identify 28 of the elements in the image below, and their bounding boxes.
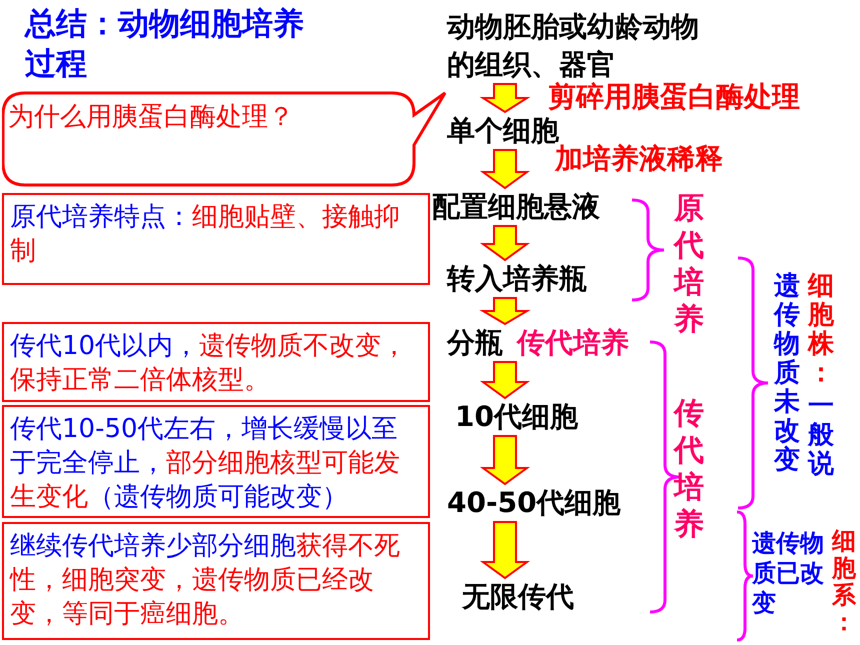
block-arrow xyxy=(480,361,530,400)
step-label: 无限传代 xyxy=(462,578,602,616)
speech-bubble: 为什么用胰蛋白酶处理？ xyxy=(2,90,447,187)
block-arrow xyxy=(480,83,530,114)
step-label: 分瓶 xyxy=(447,324,517,362)
stage-label: 传代培养 xyxy=(517,325,629,361)
text-box: 传代10-50代左右，增长缓慢以至于完全停止，部分细胞核型可能发生变化（遗传物质可能改变） xyxy=(2,405,430,518)
step-label: 40-50代细胞 xyxy=(447,484,637,522)
block-arrow xyxy=(480,149,530,190)
title: 总结：动物细胞培养过程 xyxy=(25,5,305,84)
text-box: 继续传代培养少部分细胞获得不死性，细胞突变，遗传物质已经改变，等同于癌细胞。 xyxy=(2,522,430,640)
text-box: 原代培养特点：细胞贴壁、接触抑制 xyxy=(2,193,430,285)
vertical-label: 一般说 xyxy=(806,392,835,479)
edge-label: 剪碎用胰蛋白酶处理 xyxy=(548,80,800,114)
block-arrow xyxy=(480,435,530,486)
vertical-label: 原代培养 xyxy=(672,190,705,338)
step-label: 配置细胞悬液 xyxy=(432,188,632,226)
block-arrow xyxy=(479,297,531,326)
vertical-label: 传代培养 xyxy=(672,395,705,543)
block-arrow xyxy=(480,225,530,262)
step-label: 转入培养瓶 xyxy=(447,260,617,298)
vertical-label: 遗传物质未改变 xyxy=(772,272,801,475)
note-text: 遗传物质已改变 xyxy=(752,528,825,618)
text-box: 传代10代以内，遗传物质不改变，保持正常二倍体核型。 xyxy=(2,322,430,402)
step-label: 10代细胞 xyxy=(455,398,605,436)
vertical-label: 细胞株： xyxy=(806,272,836,388)
block-arrow xyxy=(480,521,530,580)
vertical-label: 细胞系： xyxy=(830,528,857,636)
